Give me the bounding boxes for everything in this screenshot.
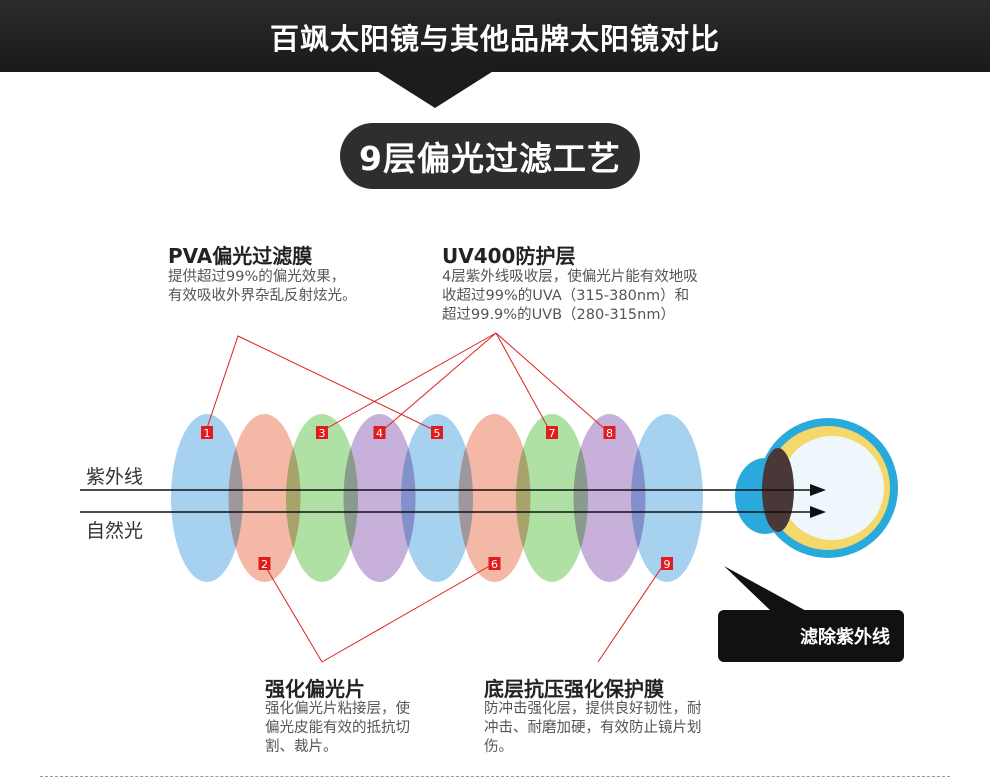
layer-badge-6 [488,557,501,570]
banner-pointer [375,70,495,108]
lens-layer-6 [458,414,531,582]
pva-desc-line: 有效吸收外界杂乱反射炫光。 [168,288,357,304]
reinforce-title: 强化偏光片 [265,677,365,701]
reinforce-desc-line: 偏光皮能有效的抵抗切 [265,720,410,736]
base-desc-line: 防冲击强化层，提供良好韧性，耐 [484,701,702,717]
uv400-desc-line: 超过99.9%的UVB（280-315nm） [442,307,675,323]
layer-badge-number: 3 [319,427,326,440]
light-rays [80,484,826,518]
lens-layer-1 [171,414,243,582]
layer-badge-5 [431,426,443,439]
eye-graphic [735,418,898,558]
reinforce-connector [263,563,494,663]
uv-ray-label: 紫外线 [86,466,144,488]
layer-badges: 1 2 3 4 5 6 7 8 9 [201,426,673,571]
natural-ray-label: 自然光 [86,520,144,542]
uv400-connector-7 [495,332,551,432]
section-pill: 9层偏光过滤工艺 [340,123,640,189]
lens-layer-3 [286,414,358,582]
layer-badge-number: 7 [549,427,556,440]
base-desc: 防冲击强化层，提供良好韧性，耐 冲击、耐磨加硬，有效防止镜片划 伤。 [484,700,702,757]
uv400-desc-line: 收超过99%的UVA（315-380nm）和 [442,288,690,304]
uv400-connector-4 [381,332,497,432]
lens-layer-7 [516,414,588,582]
reinforce-desc: 强化偏光片粘接层，使 偏光皮能有效的抵抗切 割、裁片。 [265,700,410,757]
layer-badge-4 [373,426,386,439]
lens-layer-5 [401,414,473,582]
lens-layer-8 [573,414,646,582]
callout-pointer [724,566,808,612]
top-banner [0,0,990,72]
pva-desc-line: 提供超过99%的偏光效果， [168,269,346,285]
layer-badge-8 [603,426,616,439]
lens-layer-2 [228,414,301,582]
base-desc-line: 伤。 [484,739,513,755]
reinforce-desc-line: 强化偏光片粘接层，使 [265,701,410,717]
lens-layer-4 [343,414,416,582]
bottom-divider [40,776,950,777]
layer-badge-number: 6 [491,558,498,571]
eye-inner [780,436,884,540]
layer-badge-1 [201,426,213,439]
natural-ray-arrowhead [810,506,826,518]
uv400-title: UV400防护层 [442,244,576,268]
layer-badge-9 [661,557,673,570]
base-title: 底层抗压强化保护膜 [484,677,664,701]
layer-badge-number: 8 [606,427,613,440]
layer-badge-number: 9 [664,558,671,571]
pva-title: PVA偏光过滤膜 [168,244,313,268]
pva-connector [205,335,437,432]
layer-badge-number: 4 [376,427,383,440]
pva-desc: 提供超过99%的偏光效果， 有效吸收外界杂乱反射炫光。 [168,268,357,306]
base-connector [597,563,665,663]
lens-layers [171,414,703,582]
uv-ray-arrowhead [810,484,826,496]
layer-badge-number: 2 [261,558,268,571]
uv400-connector-8 [495,332,608,432]
layer-badge-number: 5 [434,427,441,440]
banner-title: 百飒太阳镜与其他品牌太阳镜对比 [269,22,720,56]
lens-layer-9 [631,414,703,582]
layer-badge-7 [546,426,558,439]
layer-badge-2 [258,557,271,570]
uv400-desc-line: 4层紫外线吸收层，使偏光片能有效地吸 [442,269,698,285]
layer-badge-number: 1 [204,427,211,440]
uv400-desc: 4层紫外线吸收层，使偏光片能有效地吸 收超过99%的UVA（315-380nm）… [442,268,698,325]
filter-uv-callout: 滤除紫外线 [718,610,904,662]
connector-lines [205,332,665,663]
base-desc-line: 冲击、耐磨加硬，有效防止镜片划 [484,720,702,736]
layer-badge-3 [316,426,328,439]
reinforce-desc-line: 割、裁片。 [265,739,338,755]
uv400-connector-3 [321,332,497,432]
